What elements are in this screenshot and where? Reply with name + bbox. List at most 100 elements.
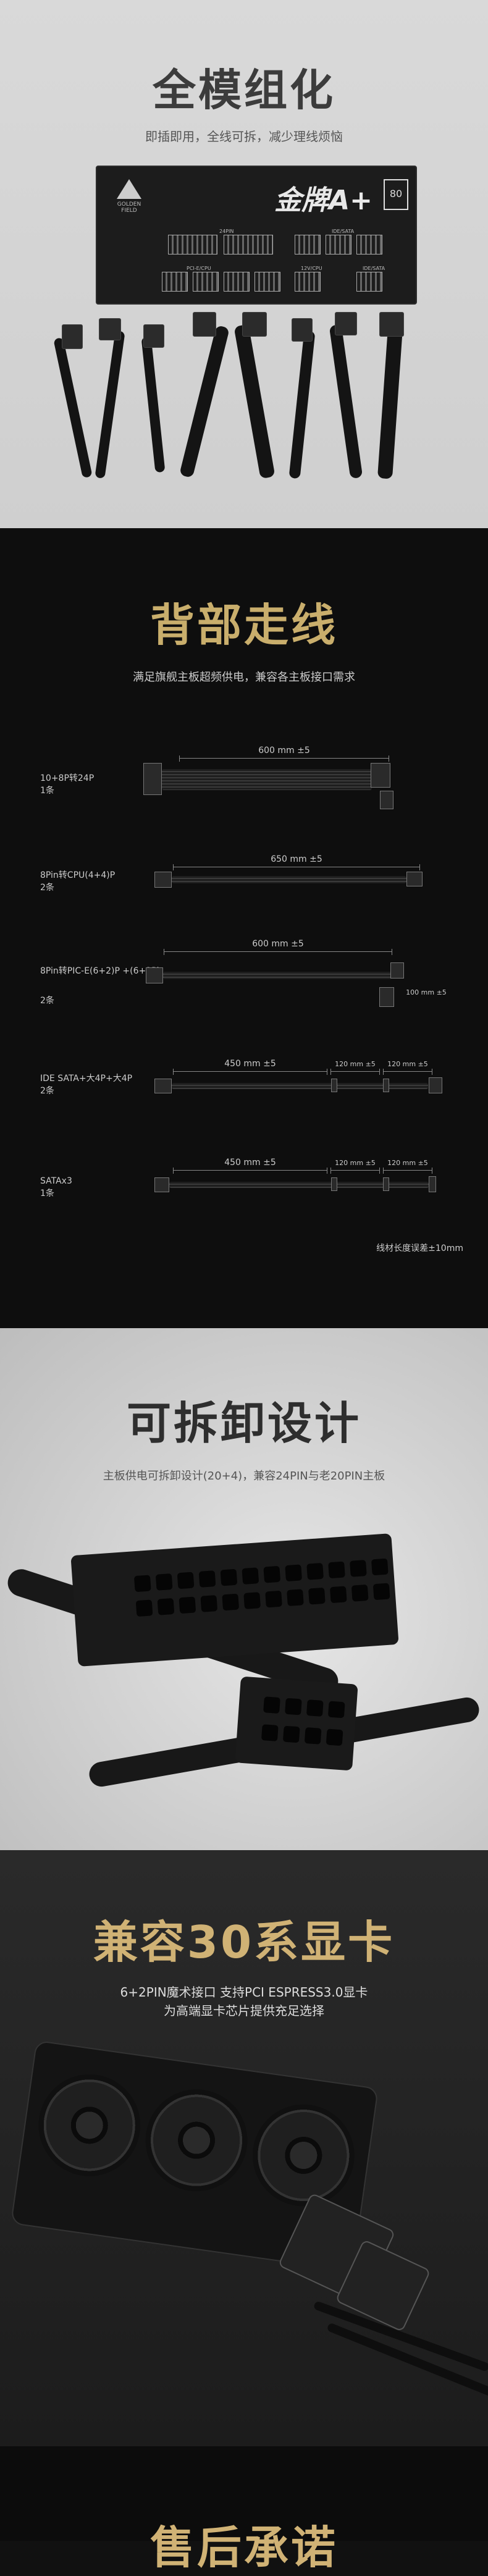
cable <box>377 318 404 479</box>
cable-length: 600 mm ±5 <box>252 939 304 949</box>
cable-bundle-image <box>53 312 426 488</box>
wire <box>162 769 372 790</box>
modular-subtitle: 即插即用，全线可拆，减少理线烦恼 <box>145 129 343 144</box>
port <box>255 272 280 292</box>
connector <box>335 312 357 335</box>
logo-text: GOLDEN FIELD <box>117 201 141 214</box>
connector <box>429 1077 442 1093</box>
port-label: 12V/CPU <box>301 266 322 271</box>
port <box>193 272 219 292</box>
cable <box>179 325 230 478</box>
cable-name: SATAx3 <box>40 1176 72 1186</box>
port-label: IDE/SATA <box>363 266 385 271</box>
cable-count: 1条 <box>40 786 54 796</box>
aftersales-section: 售后承诺 <box>0 2446 488 2574</box>
modular-title: 全模组化 <box>153 65 335 116</box>
gpu-subtitle-line2: 为高端显卡芯片提供充足选择 <box>164 2003 324 2018</box>
port <box>295 235 321 255</box>
cable-length: 600 mm ±5 <box>258 746 310 756</box>
dimension-line <box>173 1168 327 1174</box>
4pin-connector <box>235 1676 358 1771</box>
port-label: PCI-E/CPU <box>187 266 211 271</box>
connector <box>390 962 404 979</box>
cable <box>288 330 316 479</box>
fan-icon <box>32 2068 147 2183</box>
connector <box>154 872 172 888</box>
connector <box>383 1079 389 1092</box>
cable-length: 450 mm ±5 <box>224 1158 276 1168</box>
segment-length: 120 mm ±5 <box>335 1060 376 1068</box>
connector <box>154 1177 169 1192</box>
connector <box>193 312 216 337</box>
port <box>295 272 321 292</box>
cable-count: 1条 <box>40 1189 54 1198</box>
port <box>356 272 382 292</box>
connector <box>371 763 390 788</box>
cable <box>329 324 363 479</box>
detachable-section: 可拆卸设计 主板供电可拆卸设计(20+4)，兼容24PIN与老20PIN主板 <box>0 1328 488 1850</box>
segment-length: 120 mm ±5 <box>387 1060 428 1068</box>
port-label: IDE/SATA <box>332 229 355 234</box>
routing-title: 背部走线 <box>149 599 338 651</box>
cable <box>233 324 276 479</box>
branch-length: 100 mm ±5 <box>406 988 447 996</box>
connector <box>143 324 164 348</box>
gpu-title: 兼容30系显卡 <box>93 1916 395 1968</box>
wire <box>172 876 406 883</box>
port <box>224 272 250 292</box>
connector <box>379 987 394 1007</box>
connector <box>146 967 163 983</box>
dimension-line <box>179 756 389 762</box>
dimension-line <box>173 1069 327 1075</box>
logo-triangle-icon <box>117 179 141 199</box>
connector <box>154 1079 172 1093</box>
connector <box>383 1177 389 1191</box>
wire <box>169 1182 429 1188</box>
connector <box>331 1177 337 1191</box>
aftersales-title: 售后承诺 <box>149 2522 338 2574</box>
cable-name: 8Pin转CPU(4+4)P <box>40 870 116 880</box>
cable <box>95 330 125 479</box>
cable <box>141 336 166 473</box>
cable-count: 2条 <box>40 1086 54 1096</box>
connector <box>143 763 162 795</box>
connector <box>379 312 404 337</box>
fan-icon <box>138 2082 255 2198</box>
port <box>224 235 273 255</box>
gpu-section: 兼容30系显卡 6+2PIN魔术接口 支持PCI ESPRESS3.0显卡 为高… <box>0 1850 488 2446</box>
connector <box>99 318 121 340</box>
brand-logo: GOLDEN FIELD <box>111 179 148 214</box>
detachable-subtitle: 主板供电可拆卸设计(20+4)，兼容24PIN与老20PIN主板 <box>103 1470 385 1483</box>
dimension-line <box>164 949 392 955</box>
cable <box>53 337 93 479</box>
cable-name: 10+8P转24P <box>40 773 95 783</box>
gpu-subtitle: 6+2PIN魔术接口 支持PCI ESPRESS3.0显卡 为高端显卡芯片提供充… <box>0 1983 488 2020</box>
wire <box>172 1083 428 1089</box>
connector <box>380 791 393 809</box>
routing-subtitle: 满足旗舰主板超频供电，兼容各主板接口需求 <box>133 671 355 684</box>
gpu-subtitle-line1: 6+2PIN魔术接口 支持PCI ESPRESS3.0显卡 <box>120 1985 368 2000</box>
cable-count: 2条 <box>40 996 54 1006</box>
port <box>162 272 188 292</box>
wire <box>163 972 392 979</box>
connector <box>331 1079 337 1092</box>
24pin-connector <box>70 1533 399 1667</box>
port <box>168 235 217 255</box>
dimension-line <box>330 1069 380 1075</box>
psu-brand: 金牌A+ <box>274 185 372 216</box>
port <box>356 235 382 255</box>
detachable-title: 可拆卸设计 <box>126 1397 361 1449</box>
dimension-line <box>330 1168 380 1174</box>
cable-count: 2条 <box>40 883 54 893</box>
routing-section: 背部走线 满足旗舰主板超频供电，兼容各主板接口需求 10+8P转24P 1条 6… <box>0 528 488 1328</box>
dimension-line <box>383 1069 432 1075</box>
connector <box>292 318 313 342</box>
segment-length: 120 mm ±5 <box>335 1159 376 1167</box>
cable-name: 8Pin转PIC-E(6+2)P +(6+2P) <box>40 966 161 976</box>
connector <box>242 312 267 337</box>
modular-section: 全模组化 即插即用，全线可拆，减少理线烦恼 GOLDEN FIELD 金牌A+ … <box>0 0 488 528</box>
connector <box>429 1176 436 1192</box>
segment-length: 120 mm ±5 <box>387 1159 428 1167</box>
80plus-badge: 80 <box>384 179 408 210</box>
port <box>326 235 351 255</box>
